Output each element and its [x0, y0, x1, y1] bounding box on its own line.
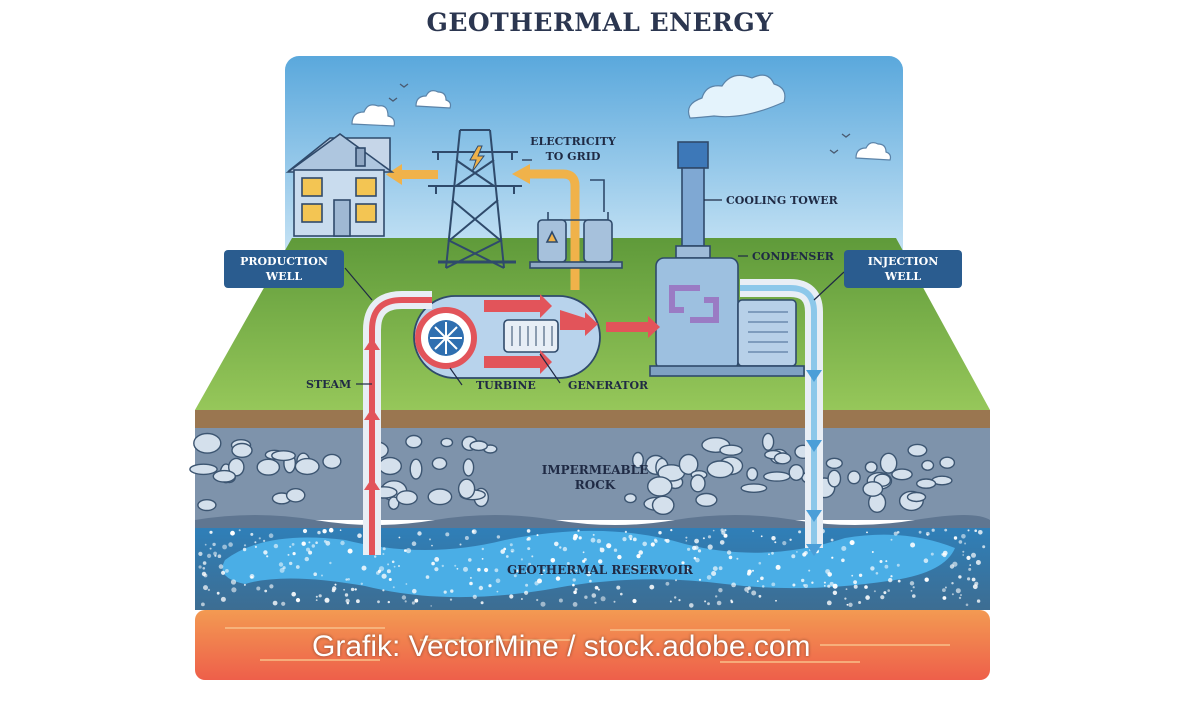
cooling-tower-label: COOLING TOWER: [726, 194, 838, 207]
turbine-flow-arrows: [484, 294, 660, 374]
soil-layer: [195, 410, 990, 428]
impermeable-rock-label: IMPERMEABLE ROCK: [541, 463, 649, 492]
steam-label: STEAM: [306, 378, 352, 391]
page-title: GEOTHERMAL ENERGY: [426, 8, 774, 37]
geothermal-reservoir-label: GEOTHERMAL RESERVOIR: [506, 563, 694, 577]
condenser-icon: [649, 257, 805, 377]
house-icon: [285, 133, 395, 237]
production-well-pipe: [363, 291, 432, 555]
power-line-pipe: [528, 169, 580, 290]
reservoir-water: [222, 530, 955, 598]
injection-well-pipe: [740, 279, 823, 556]
power-arrow-house: [386, 164, 402, 185]
injection-well-label-box: INJECTION WELL: [844, 250, 962, 288]
production-well-label-box: PRODUCTION WELL: [224, 250, 344, 288]
leader-lines: [344, 159, 845, 386]
rock-reservoir-boundary: [195, 515, 990, 530]
lightning-icon: [469, 145, 485, 173]
generator-label: GENERATOR: [568, 379, 649, 392]
power-arrow-tower: [512, 164, 530, 184]
condenser-label: CONDENSER: [752, 250, 834, 263]
electricity-to-grid-label: ELECTRICITY TO GRID: [530, 135, 616, 163]
condenser-flow-arrows: [669, 285, 719, 323]
turbine-label: TURBINE: [476, 379, 536, 392]
turbine-blades: [430, 322, 462, 354]
cooling-tower-icon: [675, 141, 711, 259]
image-credit-watermark: Grafik: VectorMine / stock.adobe.com: [312, 630, 811, 663]
generator-fins: [511, 326, 553, 346]
clouds: [351, 74, 892, 161]
power-line-house: [400, 170, 438, 179]
magma-lines: [225, 627, 950, 663]
reservoir-bubbles: [198, 527, 986, 608]
transformer-icon: [529, 179, 623, 269]
rock-pebbles: [189, 432, 956, 515]
birds: [388, 83, 851, 154]
